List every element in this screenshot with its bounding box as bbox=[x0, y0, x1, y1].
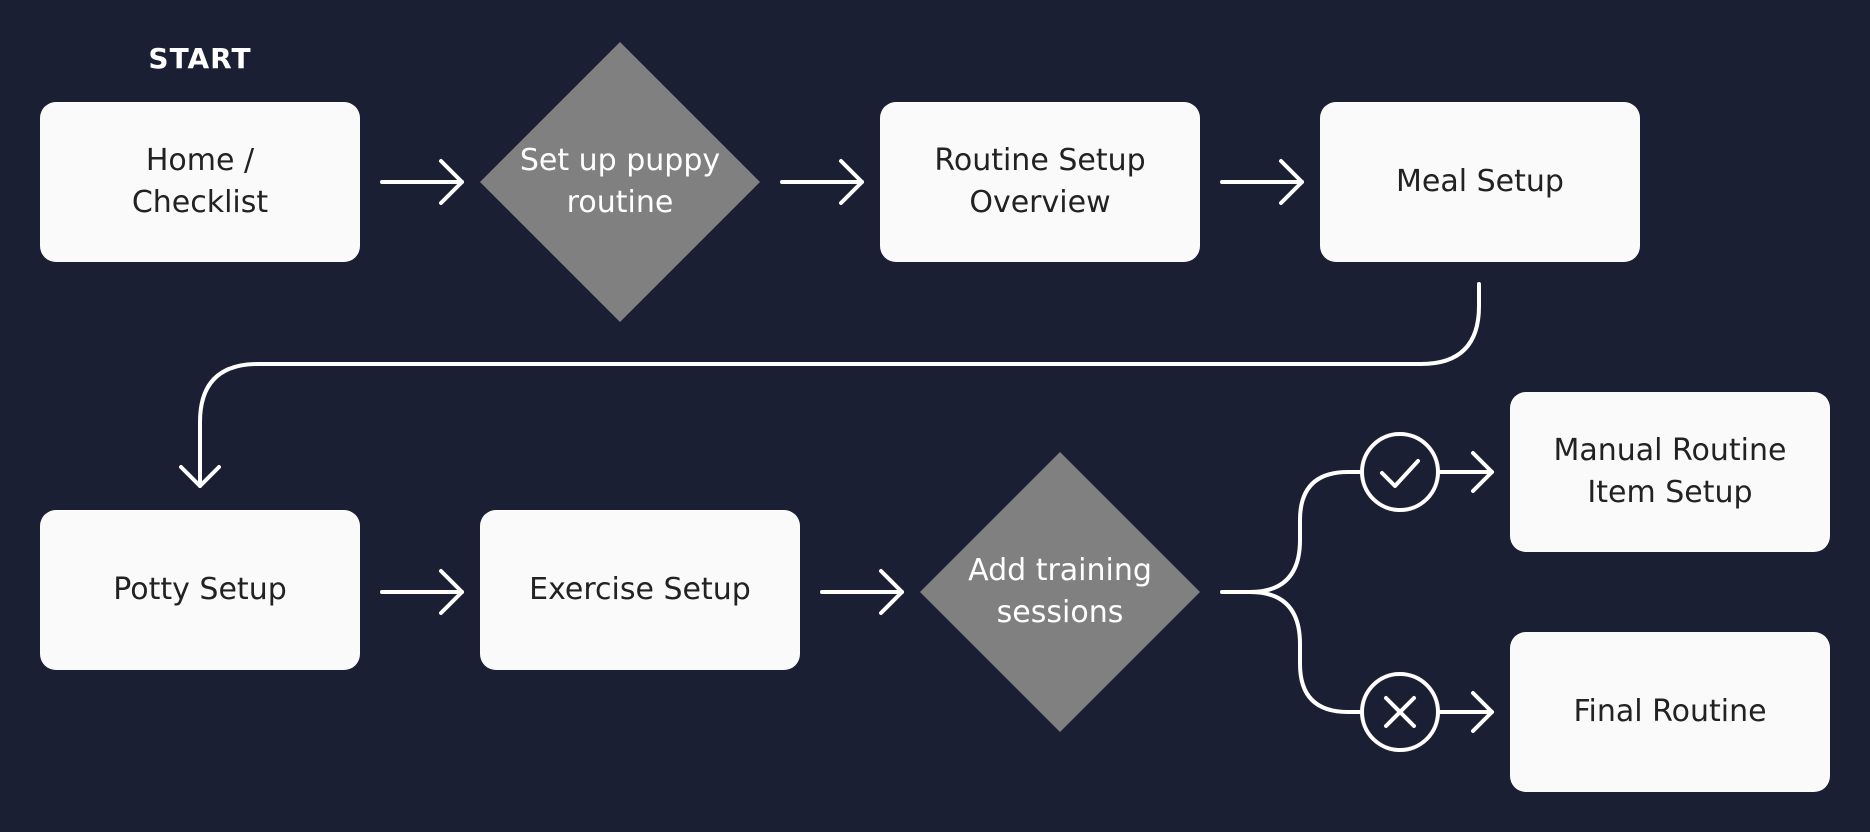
arrow-overview-to-meal bbox=[1220, 159, 1304, 205]
node-home-checklist: Home / Checklist bbox=[40, 102, 360, 262]
decision-diamond-shape bbox=[480, 42, 760, 322]
decision-add-training-sessions: Add training sessions bbox=[920, 452, 1200, 732]
decision-add-training-sessions-label: Add training sessions bbox=[968, 553, 1152, 630]
branch-yes-connector bbox=[1220, 451, 1494, 594]
node-final-routine: Final Routine bbox=[1510, 632, 1830, 792]
decision-setup-puppy-routine-label: Set up puppy routine bbox=[519, 143, 721, 220]
arrow-exercise-to-training bbox=[820, 569, 904, 615]
node-meal-setup: Meal Setup bbox=[1320, 102, 1640, 262]
decision-diamond-shape bbox=[920, 452, 1200, 732]
node-potty-setup: Potty Setup bbox=[40, 510, 360, 670]
cross-icon bbox=[1360, 672, 1440, 752]
node-routine-setup-overview: Routine Setup Overview bbox=[880, 102, 1200, 262]
arrow-setup-routine-to-overview bbox=[780, 159, 864, 205]
node-manual-routine-item-setup: Manual Routine Item Setup bbox=[1510, 392, 1830, 552]
check-icon bbox=[1360, 432, 1440, 512]
arrow-meal-to-potty bbox=[179, 282, 1481, 488]
node-exercise-setup: Exercise Setup bbox=[480, 510, 800, 670]
decision-setup-puppy-routine: Set up puppy routine bbox=[480, 42, 760, 322]
branch-no-connector bbox=[1248, 590, 1494, 733]
arrow-home-to-setup-routine bbox=[380, 159, 464, 205]
start-label: START bbox=[148, 42, 252, 75]
arrow-potty-to-exercise bbox=[380, 569, 464, 615]
